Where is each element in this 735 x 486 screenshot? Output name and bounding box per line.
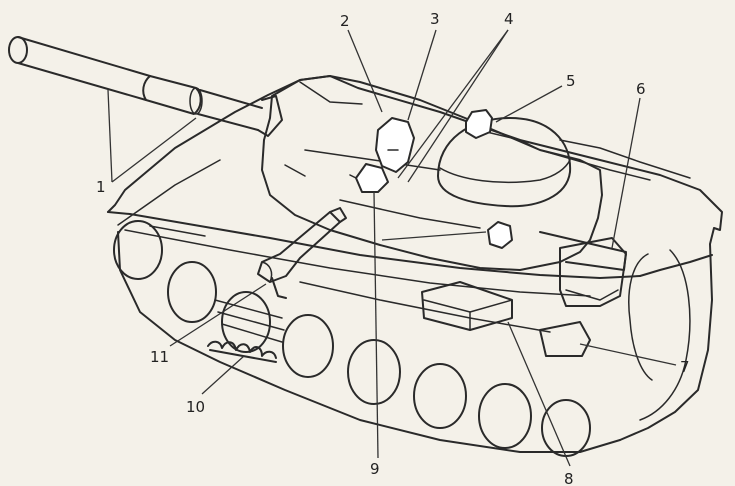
road-wheel-3 bbox=[221, 291, 271, 353]
road-wheel-2 bbox=[167, 261, 217, 323]
callout-4: 4 bbox=[504, 10, 514, 28]
commander-cupola bbox=[437, 109, 572, 208]
leader-lines bbox=[107, 29, 677, 467]
turret-sight-9 bbox=[487, 221, 513, 249]
callout-2: 2 bbox=[340, 12, 350, 30]
leader-4 bbox=[407, 29, 509, 183]
callout-10: 10 bbox=[186, 398, 205, 416]
road-wheel-6 bbox=[413, 363, 467, 429]
side-mounted-weapon bbox=[257, 207, 347, 299]
callout-6: 6 bbox=[636, 80, 646, 98]
gun-muzzle bbox=[8, 36, 28, 64]
road-wheel-1 bbox=[113, 220, 163, 280]
turret bbox=[261, 75, 627, 271]
road-wheel-4 bbox=[282, 314, 334, 378]
callout-5: 5 bbox=[566, 72, 576, 90]
leader-8 bbox=[507, 321, 571, 467]
turret-sights bbox=[355, 117, 513, 249]
main-gun bbox=[8, 36, 283, 137]
callout-labels: 1 2 3 4 5 6 7 8 9 10 11 bbox=[96, 10, 690, 486]
leader-10 bbox=[201, 355, 245, 395]
leader-2 bbox=[347, 29, 383, 113]
leader-3 bbox=[407, 29, 437, 121]
vision-block-2 bbox=[355, 163, 389, 193]
road-wheel-5 bbox=[347, 339, 401, 405]
callout-3: 3 bbox=[430, 10, 440, 28]
leader-6 bbox=[611, 97, 641, 249]
callout-9: 9 bbox=[370, 460, 380, 478]
gunner-sight-3 bbox=[375, 117, 415, 173]
leader-1 bbox=[107, 89, 113, 183]
tank-hull bbox=[107, 75, 723, 453]
leader-11 bbox=[169, 283, 267, 347]
callout-11: 11 bbox=[150, 348, 169, 366]
leader-9 bbox=[373, 191, 379, 459]
cupola-hatch-periscope bbox=[465, 109, 493, 139]
callout-7: 7 bbox=[680, 358, 690, 376]
road-wheel-7 bbox=[478, 383, 532, 449]
callout-8: 8 bbox=[564, 470, 574, 486]
road-wheels bbox=[113, 220, 591, 457]
callout-1: 1 bbox=[96, 178, 106, 196]
road-wheel-8 bbox=[541, 399, 591, 457]
leader-5 bbox=[495, 85, 563, 123]
front-tow-hooks bbox=[207, 299, 285, 363]
leader-7 bbox=[579, 343, 677, 366]
engine-deck-box bbox=[559, 237, 627, 307]
rear-hull-box bbox=[539, 321, 591, 357]
side-stowage-box bbox=[421, 281, 513, 331]
